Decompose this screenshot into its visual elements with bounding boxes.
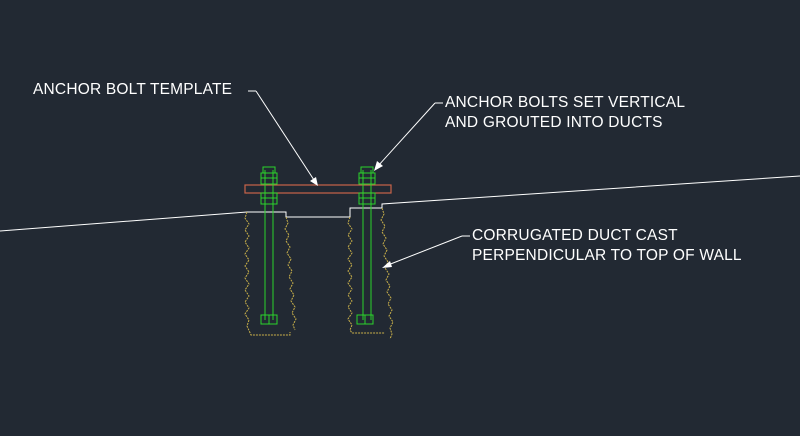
label-line-2: PERPENDICULAR TO TOP OF WALL bbox=[472, 247, 742, 264]
corrugated-duct-left bbox=[244, 211, 297, 336]
corrugated-duct-right bbox=[347, 207, 394, 340]
anchor-bolt-left bbox=[260, 166, 278, 325]
label-anchor-bolt-template: ANCHOR BOLT TEMPLATE bbox=[33, 80, 232, 100]
label-anchor-bolts: ANCHOR BOLTS SET VERTICAL AND GROUTED IN… bbox=[445, 93, 685, 133]
label-line-1: CORRUGATED DUCT CAST bbox=[472, 227, 678, 244]
label-line: ANCHOR BOLT TEMPLATE bbox=[33, 81, 233, 98]
label-line-2: AND GROUTED INTO DUCTS bbox=[445, 114, 663, 131]
label-line-1: ANCHOR BOLTS SET VERTICAL bbox=[445, 94, 686, 111]
anchor-bolt-template-plate bbox=[244, 184, 392, 194]
leader-anchor-bolts bbox=[374, 102, 443, 171]
leader-corrugated-duct bbox=[382, 235, 470, 268]
leader-anchor-bolt-template bbox=[248, 90, 318, 186]
label-corrugated-duct: CORRUGATED DUCT CAST PERPENDICULAR TO TO… bbox=[472, 226, 742, 266]
anchor-bolt-right bbox=[356, 166, 376, 325]
top-of-wall-line bbox=[0, 175, 800, 232]
